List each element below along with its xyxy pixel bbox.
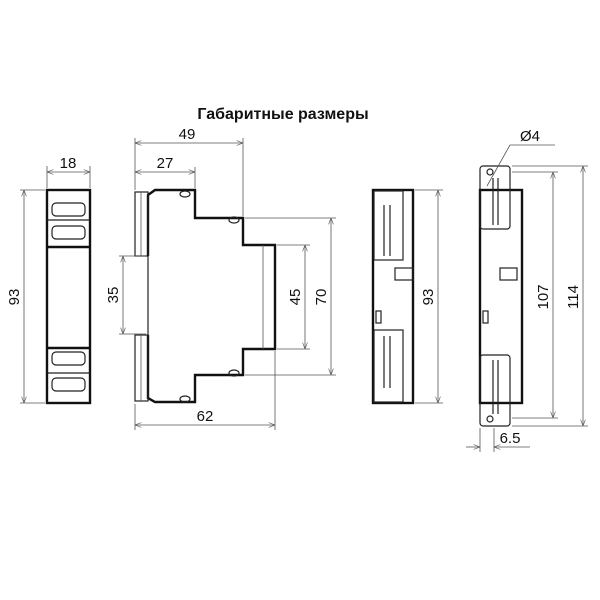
dim-back-height: 93 bbox=[420, 289, 437, 306]
dim-hole-spacing: 107 bbox=[535, 284, 552, 309]
dim-din-rail: 35 bbox=[105, 287, 122, 304]
front-view: 18 93 bbox=[6, 155, 92, 405]
dim-side-depth-overall: 62 bbox=[197, 408, 214, 425]
dim-front-width: 18 bbox=[60, 155, 77, 172]
dim-front-panel-height: 45 bbox=[287, 289, 304, 306]
dim-hole-offset: 6.5 bbox=[500, 430, 521, 447]
side-view: 49 27 35 45 70 62 bbox=[105, 126, 336, 430]
mounting-view: Ø4 107 114 6.5 bbox=[466, 128, 588, 452]
dim-overall-height: 114 bbox=[565, 285, 582, 309]
back-view: 93 bbox=[371, 188, 443, 405]
dim-step-height: 70 bbox=[313, 289, 330, 306]
dim-side-depth-total: 49 bbox=[179, 126, 196, 143]
dim-mount-hole: Ø4 bbox=[520, 128, 540, 145]
dim-front-height: 93 bbox=[6, 289, 23, 306]
drawing-title: Габаритные размеры bbox=[197, 106, 368, 123]
dim-side-depth-front: 27 bbox=[157, 155, 174, 172]
